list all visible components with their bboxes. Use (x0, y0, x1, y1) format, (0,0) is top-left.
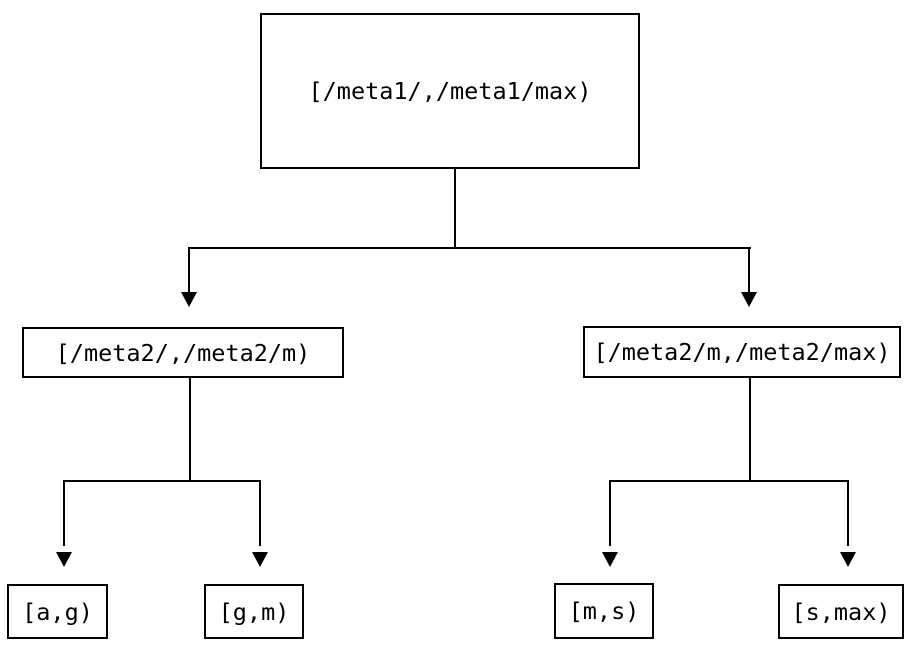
tree-node-leaf-ms: [m,s) (554, 583, 654, 639)
edge-level1-left-drop (188, 247, 190, 293)
tree-node-root: [/meta1/,/meta1/max) (260, 13, 640, 169)
edge-root-vertical (454, 168, 456, 247)
tree-node-level1-right: [/meta2/m,/meta2/max) (583, 326, 901, 378)
arrow-down-icon (181, 292, 197, 307)
arrow-down-icon (741, 292, 757, 307)
tree-node-root-label: [/meta1/,/meta1/max) (308, 77, 592, 105)
tree-node-level1-left-label: [/meta2/,/meta2/m) (55, 338, 311, 367)
arrow-down-icon (56, 552, 72, 567)
tree-node-leaf-ag: [a,g) (7, 584, 108, 639)
tree-node-level1-right-label: [/meta2/m,/meta2/max) (593, 338, 891, 366)
arrow-down-icon (602, 552, 618, 567)
tree-node-level1-left: [/meta2/,/meta2/m) (22, 327, 344, 378)
tree-node-leaf-ms-label: [m,s) (568, 597, 640, 625)
edge-level1-right-drop (748, 247, 750, 293)
edge-leaf-smax-drop (847, 480, 849, 546)
edge-leaf-ms-drop (609, 480, 611, 546)
tree-node-leaf-gm-label: [g,m) (218, 597, 290, 626)
arrow-down-icon (840, 552, 856, 567)
edge-leaf-ag-drop (63, 480, 65, 546)
tree-node-leaf-smax: [s,max) (778, 584, 904, 639)
edge-leaf-gm-drop (259, 480, 261, 546)
edge-right-subtree-vertical (749, 378, 751, 480)
edge-left-subtree-vertical (189, 377, 191, 480)
tree-node-leaf-smax-label: [s,max) (791, 597, 891, 626)
arrow-down-icon (252, 552, 268, 567)
edge-right-subtree-horizontal (609, 480, 849, 482)
tree-node-leaf-gm: [g,m) (204, 584, 304, 639)
edge-left-subtree-horizontal (63, 480, 261, 482)
tree-node-leaf-ag-label: [a,g) (22, 597, 93, 626)
edge-level1-horizontal (188, 247, 751, 249)
